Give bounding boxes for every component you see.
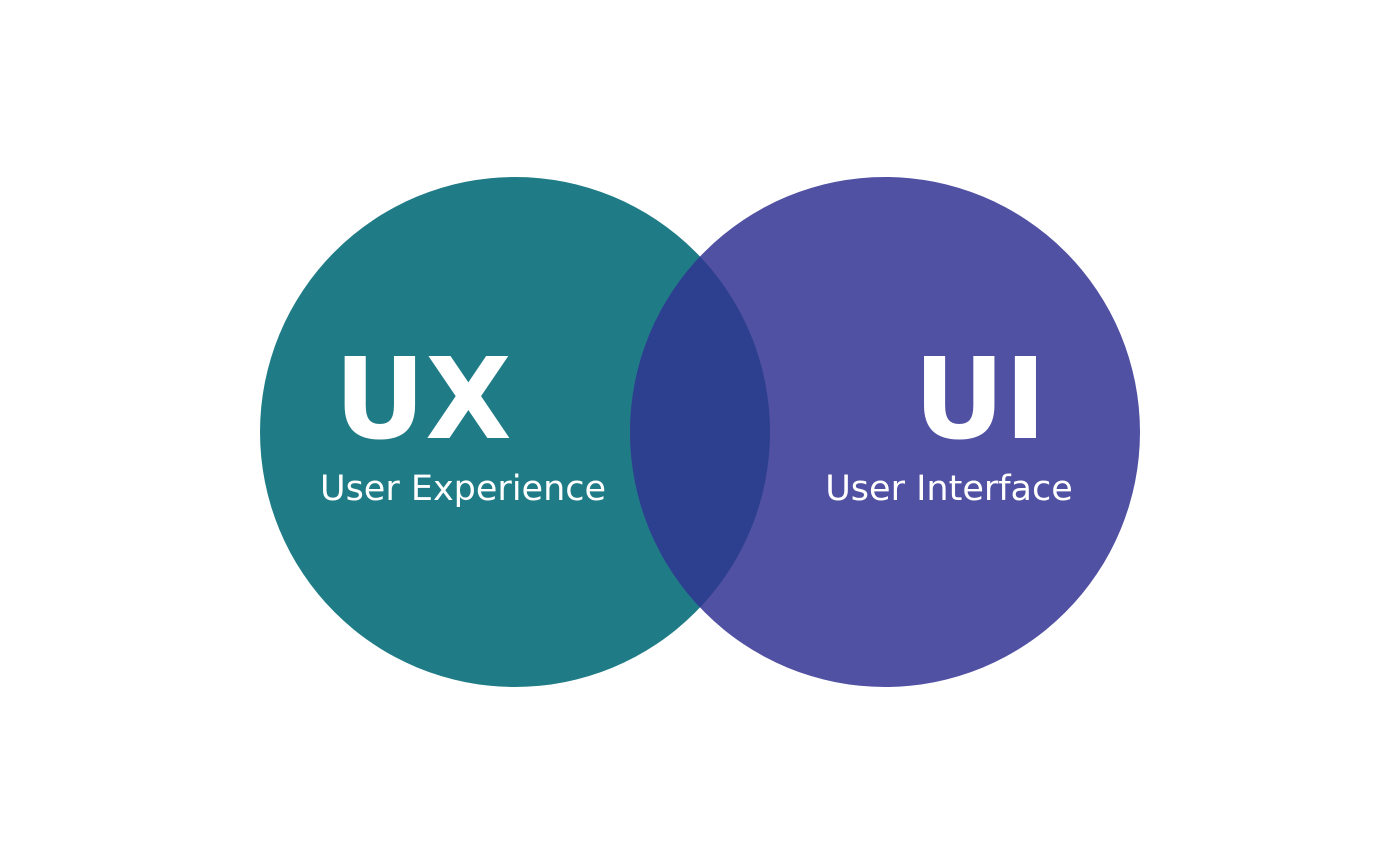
ux-subtitle: User Experience <box>320 469 606 509</box>
ux-circle <box>260 177 770 687</box>
ui-title: UI <box>914 335 1047 465</box>
ui-subtitle: User Interface <box>825 469 1073 509</box>
ui-circle <box>630 177 1140 687</box>
ux-title: UX <box>334 335 511 465</box>
